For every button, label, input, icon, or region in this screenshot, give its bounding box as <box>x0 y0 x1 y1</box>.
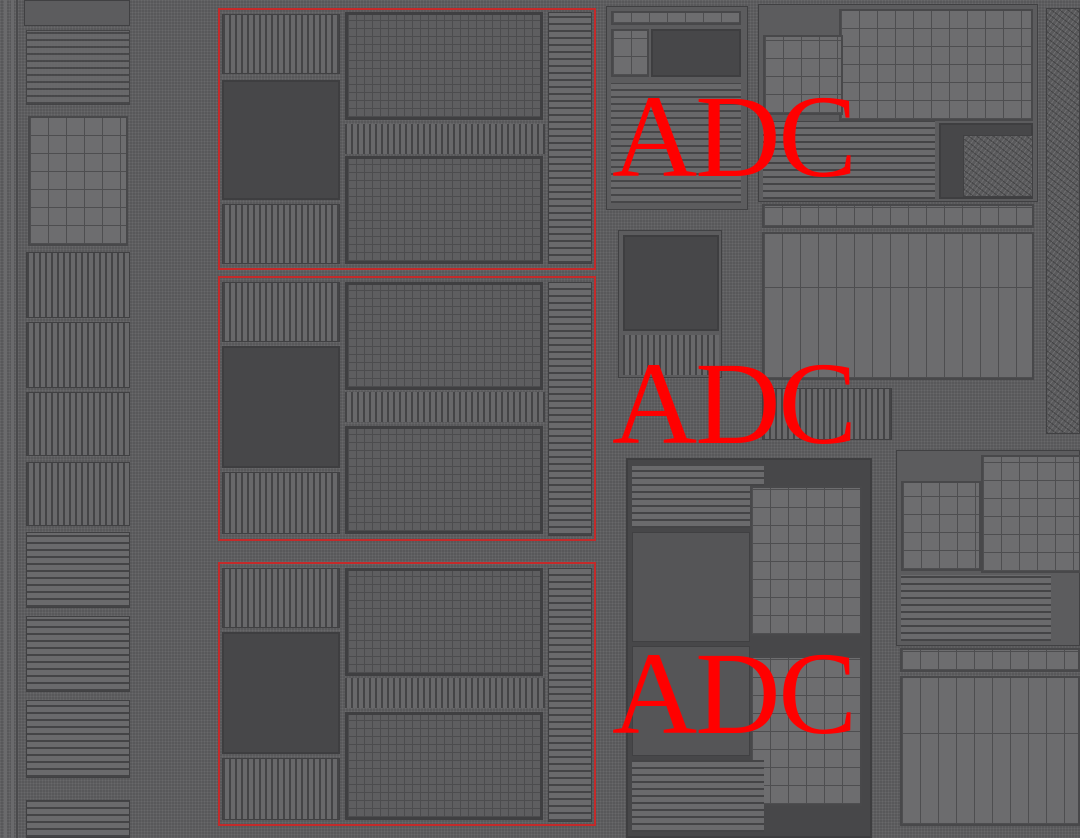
adc-comparator-array <box>222 80 340 200</box>
memory-array-row <box>762 204 1034 228</box>
pll-subblock <box>750 656 862 806</box>
adc-control-logic <box>222 568 340 628</box>
adc-capacitor-array <box>345 156 543 264</box>
left-logic-block <box>26 616 130 692</box>
adc-control-logic <box>222 282 340 342</box>
adc-comparator-array <box>222 346 340 468</box>
adc-comparator-array <box>222 632 340 754</box>
adc-highlight-box <box>218 562 596 826</box>
left-logic-block <box>26 532 130 608</box>
memory-periphery <box>763 121 935 199</box>
digital-subblock <box>611 29 649 77</box>
adc-highlight-box <box>218 8 596 270</box>
pll-subblock <box>750 486 862 636</box>
left-io-block <box>26 322 130 388</box>
memory-subarray <box>901 481 981 571</box>
memory-array-row <box>900 648 1080 672</box>
adc-switch-bank <box>345 392 545 422</box>
analog-subblock <box>623 335 719 375</box>
adc-label: ADC <box>612 628 857 759</box>
digital-subblock <box>611 83 741 203</box>
memory-array <box>900 676 1080 826</box>
adc-capacitor-array <box>345 568 543 676</box>
analog-subblock <box>623 235 719 331</box>
adc-digital-logic <box>548 282 592 536</box>
power-rail <box>11 0 14 838</box>
digital-subblock <box>611 11 741 25</box>
digital-block <box>606 6 748 210</box>
power-rail <box>16 0 18 838</box>
adc-control-logic <box>222 758 340 820</box>
power-rail <box>4 0 7 838</box>
adc-digital-logic <box>548 12 592 264</box>
pll-subblock <box>632 646 750 756</box>
memory-periphery <box>901 575 1051 641</box>
left-logic-block <box>24 0 130 26</box>
adc-capacitor-array <box>345 282 543 390</box>
left-io-block <box>26 252 130 318</box>
adc-switch-bank <box>345 678 545 708</box>
digital-subblock <box>651 29 741 77</box>
standard-cell-column <box>1046 8 1080 434</box>
adc-control-logic <box>222 472 340 534</box>
adc-switch-bank <box>345 124 545 154</box>
memory-block <box>758 4 1038 202</box>
random-logic <box>963 135 1033 197</box>
memory-subarray <box>763 35 843 115</box>
memory-subarray <box>839 9 1033 121</box>
analog-block <box>618 230 722 378</box>
adc-control-logic <box>222 204 340 264</box>
memory-block <box>896 450 1080 646</box>
memory-subarray <box>981 455 1080 573</box>
adc-capacitor-array <box>345 426 543 534</box>
left-logic-block <box>26 30 130 105</box>
adc-capacitor-array <box>345 12 543 120</box>
left-logic-block <box>26 800 130 838</box>
pll-block <box>626 458 872 838</box>
pll-subblock <box>632 532 750 642</box>
pll-subblock <box>632 466 764 528</box>
memory-periphery <box>939 123 1033 199</box>
left-io-block <box>26 462 130 526</box>
left-io-block <box>26 392 130 456</box>
io-cells <box>762 388 892 440</box>
left-logic-block <box>26 700 130 778</box>
adc-capacitor-array <box>345 712 543 820</box>
adc-label: ADC <box>612 338 857 469</box>
adc-control-logic <box>222 14 340 74</box>
adc-label: ADC <box>612 71 857 202</box>
adc-highlight-box <box>218 276 596 541</box>
adc-digital-logic <box>548 568 592 822</box>
left-memory-block <box>28 116 128 246</box>
memory-array <box>762 232 1034 380</box>
pll-subblock <box>632 760 764 832</box>
